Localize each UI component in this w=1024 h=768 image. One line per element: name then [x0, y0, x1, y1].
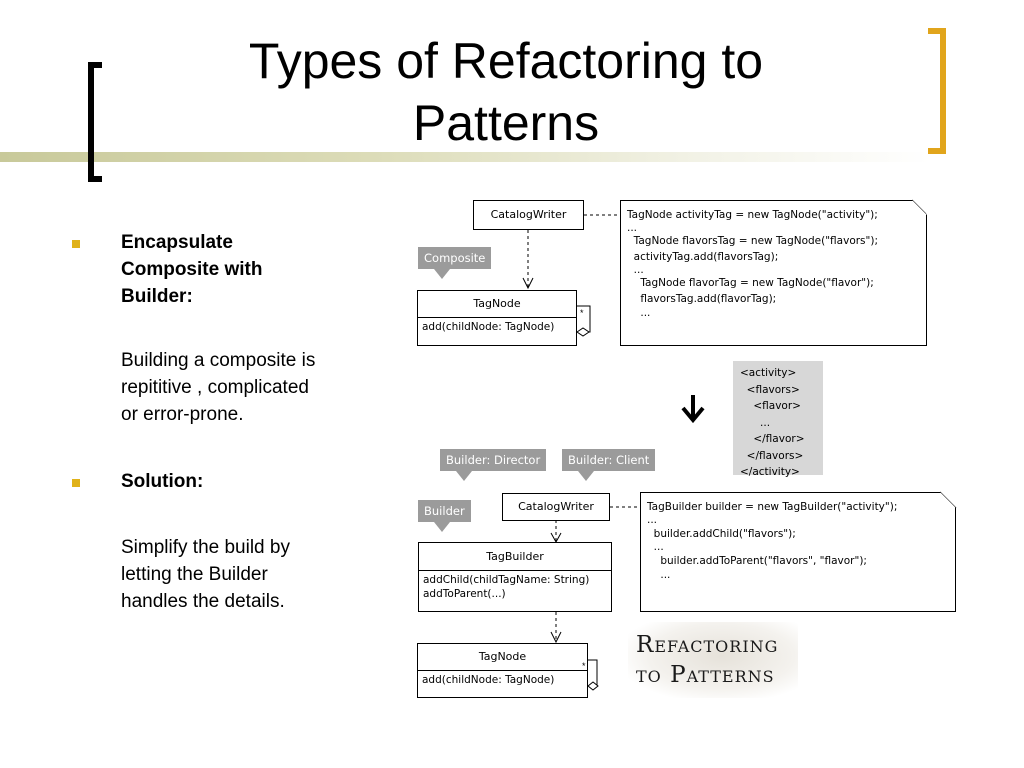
code-line: TagNode flavorTag = new TagNode("flavor"…	[627, 277, 874, 289]
xml-output-box: <activity> <flavors> <flavor> ... </flav…	[733, 361, 823, 478]
xml-line: </flavors>	[740, 449, 804, 462]
code-line: TagBuilder builder = new TagBuilder("act…	[647, 501, 898, 513]
book-logo-line-2: to Patterns	[636, 662, 775, 688]
bullet-2-body-line: handles the details.	[121, 591, 285, 612]
builder-director-tag: Builder: Director	[440, 449, 547, 481]
bullet-marker	[72, 240, 80, 248]
catalogwriter-class-top: CatalogWriter	[473, 200, 584, 230]
xml-line: ...	[740, 416, 771, 429]
tagnode-method: add(childNode: TagNode)	[422, 674, 555, 686]
code-line: flavorsTag.add(flavorTag);	[627, 293, 777, 305]
code-line: ...	[627, 307, 651, 319]
tagbuilder-class: TagBuilder addChild(childTagName: String…	[418, 542, 612, 612]
bullet-marker	[72, 479, 80, 487]
tagnode-class-name: TagNode	[418, 644, 587, 671]
builder-client-tag: Builder: Client	[562, 449, 656, 481]
xml-line: <flavor>	[740, 400, 801, 412]
bullet-1-heading-line: Composite with	[121, 259, 263, 280]
code-line: builder.addChild("flavors");	[647, 528, 796, 540]
left-bracket-decoration	[88, 62, 102, 182]
code-note-top: TagNode activityTag = new TagNode("activ…	[620, 200, 927, 346]
tagbuilder-method: addChild(childTagName: String)	[423, 574, 590, 586]
book-logo: Refactoring to Patterns	[628, 622, 798, 698]
bullet-1-heading-line: Encapsulate	[121, 232, 233, 253]
tagnode-class-top: TagNode add(childNode: TagNode)	[417, 290, 577, 346]
bullet-2-body: Simplify the build by letting the Builde…	[121, 534, 290, 615]
bullet-1-body-line: repititive , complicated	[121, 377, 309, 398]
down-arrow-icon	[681, 395, 705, 423]
book-logo-line-1: Refactoring	[636, 632, 779, 658]
tagnode-class-name: TagNode	[418, 291, 576, 318]
multiplicity-label: *	[582, 661, 586, 671]
bullet-1-body-line: or error-prone.	[121, 404, 244, 425]
builder-tag: Builder	[418, 500, 471, 532]
tagbuilder-methods: addChild(childTagName: String) addToPare…	[419, 571, 611, 603]
right-bracket-decoration	[928, 28, 946, 154]
code-line: TagNode flavorsTag = new TagNode("flavor…	[627, 235, 878, 247]
tagnode-method: add(childNode: TagNode)	[422, 321, 555, 333]
title-underline-bar	[0, 152, 930, 162]
slide-title-line-2: Patterns	[412, 95, 600, 151]
multiplicity-label: *	[580, 308, 584, 318]
tagnode-class-bottom: TagNode add(childNode: TagNode)	[417, 643, 588, 698]
code-line: builder.addToParent("flavors", "flavor")…	[647, 555, 867, 567]
bullet-2-body-line: letting the Builder	[121, 564, 268, 585]
xml-line: </flavor>	[740, 433, 805, 445]
code-line: ...	[647, 514, 658, 526]
code-line: ...	[627, 222, 638, 234]
slide-title-line-1: Types of Refactoring to	[248, 33, 764, 89]
bullet-1-body-line: Building a composite is	[121, 350, 316, 371]
bullet-1-heading-line: Builder:	[121, 286, 193, 307]
catalogwriter-class-bottom: CatalogWriter	[502, 493, 610, 521]
code-line: ...	[627, 264, 644, 276]
code-note-bottom: TagBuilder builder = new TagBuilder("act…	[640, 492, 956, 612]
xml-line: </activity>	[740, 466, 800, 478]
code-line: ...	[647, 569, 671, 581]
bullet-1-heading: Encapsulate Composite with Builder:	[121, 229, 262, 310]
bullet-2-heading-line: Solution:	[121, 471, 204, 492]
bullet-2-heading: Solution:	[121, 468, 203, 495]
bullet-2-body-line: Simplify the build by	[121, 537, 290, 558]
tagbuilder-method: addToParent(...)	[423, 588, 506, 600]
code-line: ...	[647, 541, 664, 553]
xml-line: <flavors>	[740, 383, 800, 396]
code-line: activityTag.add(flavorsTag);	[627, 251, 779, 263]
bullet-1-body: Building a composite is repititive , com…	[121, 347, 315, 428]
xml-line: <activity>	[740, 367, 797, 379]
composite-stereotype-tag: Composite	[418, 247, 492, 279]
tagbuilder-class-name: TagBuilder	[419, 543, 611, 571]
code-line: TagNode activityTag = new TagNode("activ…	[627, 209, 878, 221]
slide-title: Types of Refactoring to Patterns	[150, 30, 862, 154]
